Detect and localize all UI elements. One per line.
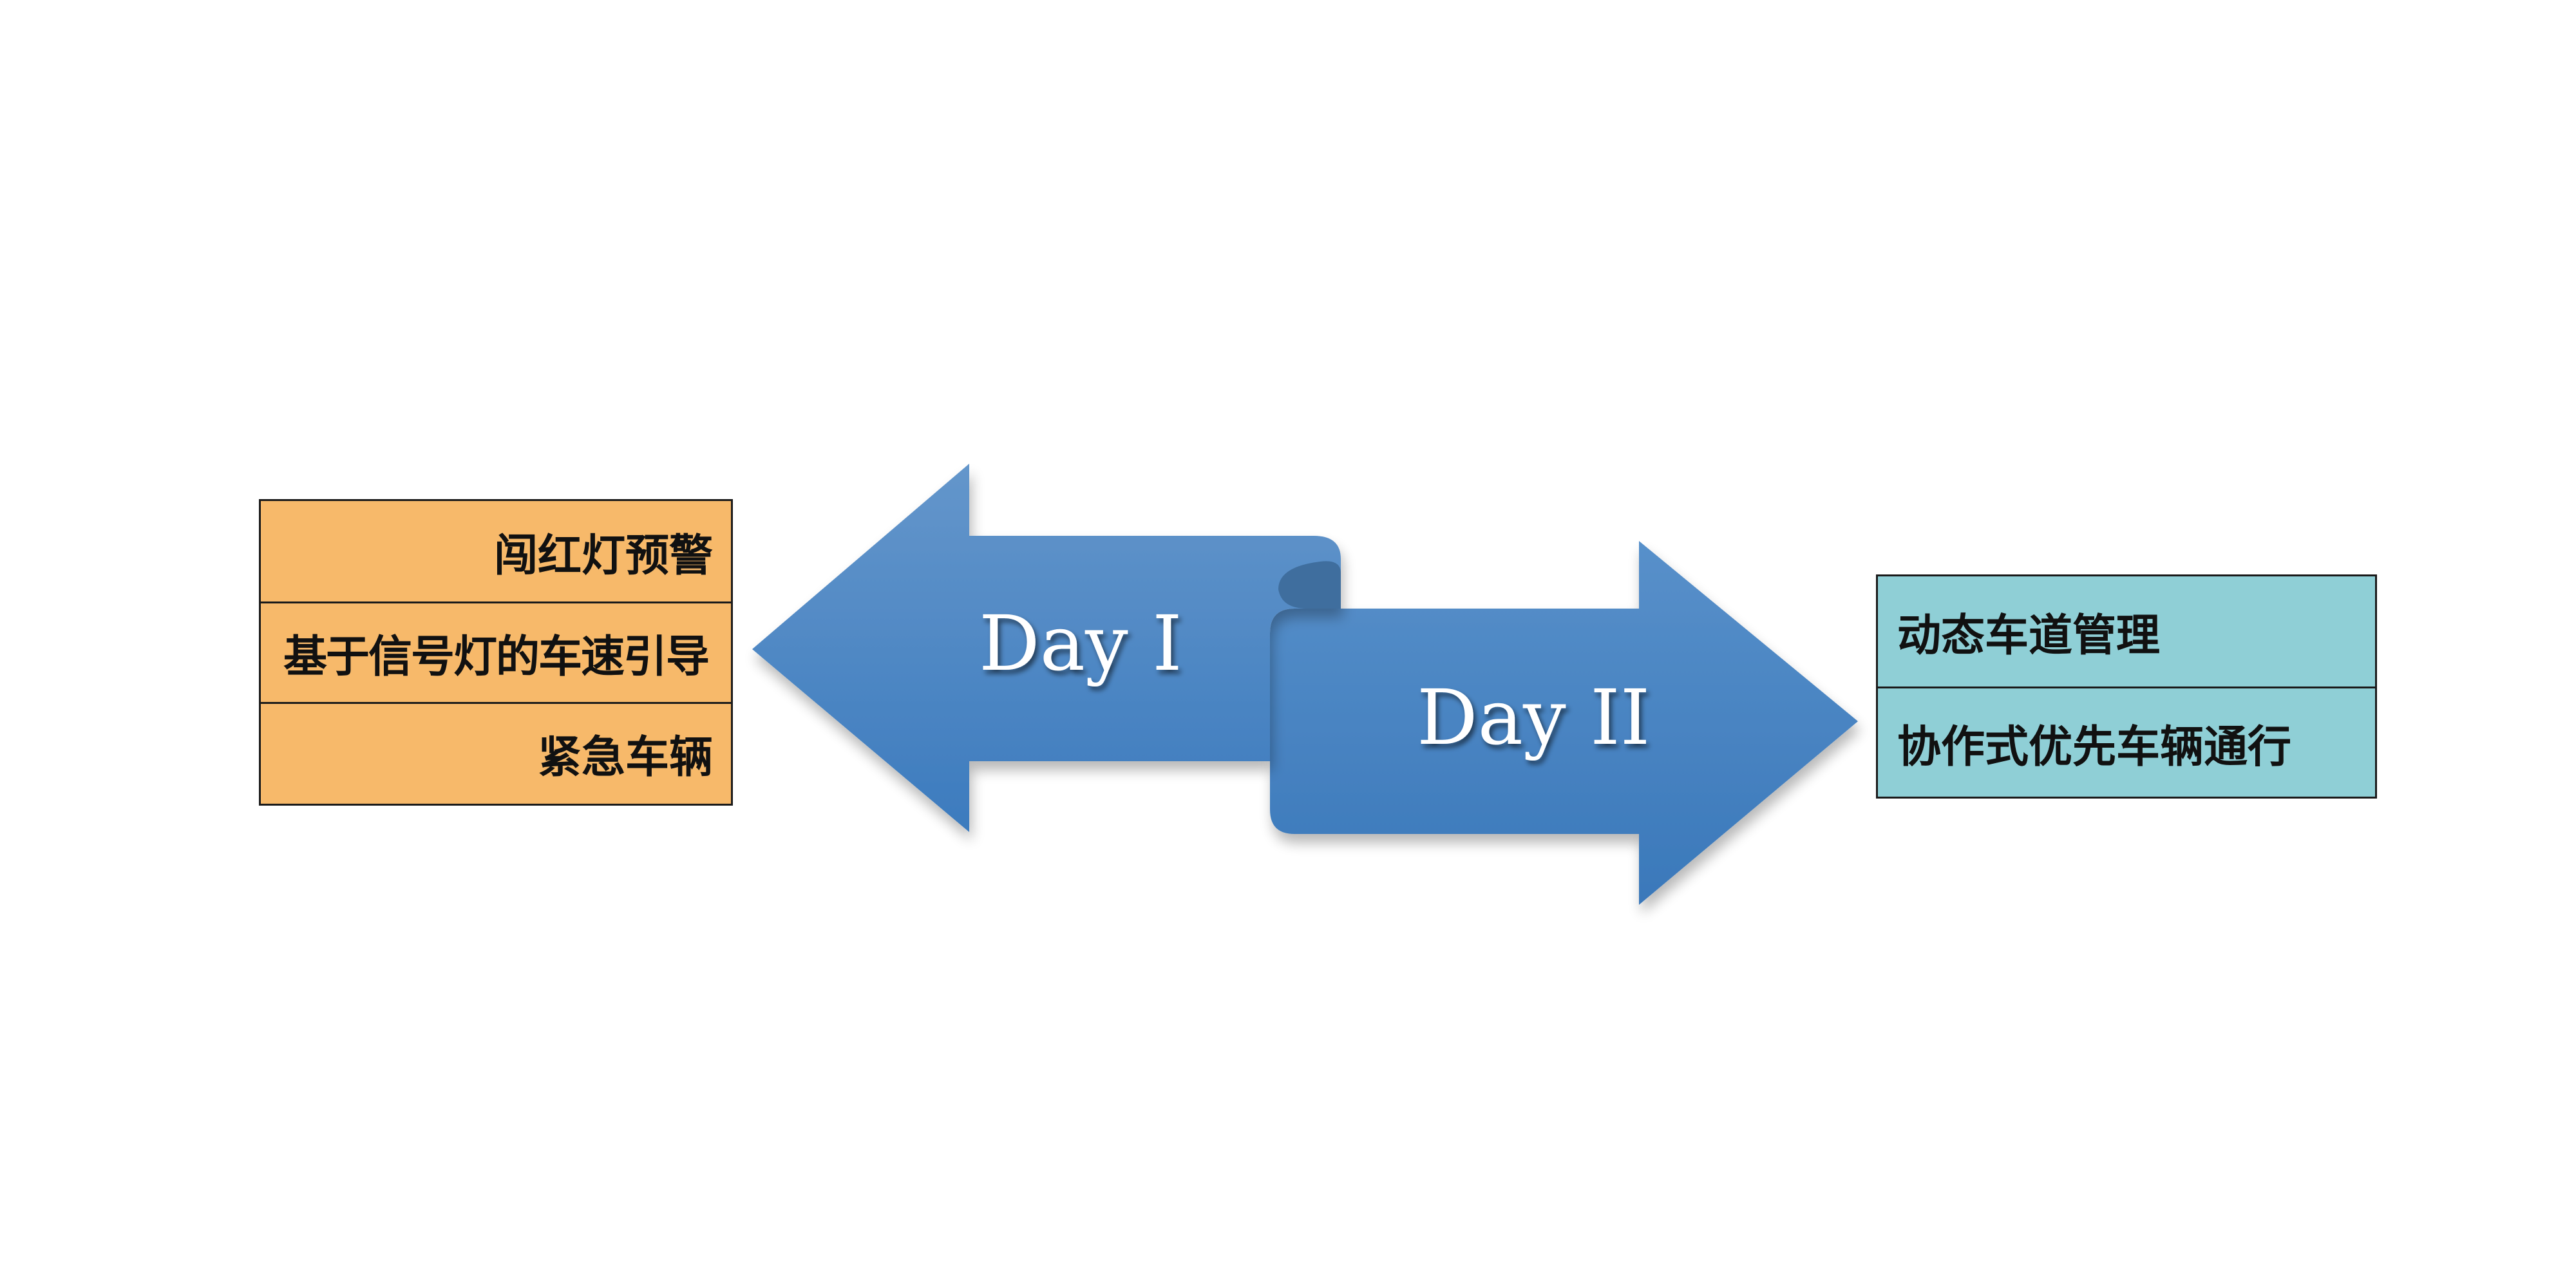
day-two-label: Day II [1417,673,1650,762]
day-one-label: Day I [979,599,1182,688]
feature-cooperative-priority-passage: 协作式优先车辆通行 [1878,687,2375,797]
feature-dynamic-lane-management: 动态车道管理 [1897,611,2161,661]
left-arrow-shape [752,464,1341,832]
feature-signal-speed-guidance: 基于信号灯的车速引导 [261,601,731,702]
day-two-feature-list: 动态车道管理 协作式优先车辆通行 [1876,574,2377,799]
day-one-feature-list: 闯红灯预警 基于信号灯的车速引导 紧急车辆 [259,499,733,806]
feature-emergency-vehicle: 紧急车辆 [261,702,731,802]
feature-red-light-warning: 闯红灯预警 [493,530,713,582]
right-arrow-shape [1270,541,1858,905]
arrow-fold-curl [1278,561,1341,609]
